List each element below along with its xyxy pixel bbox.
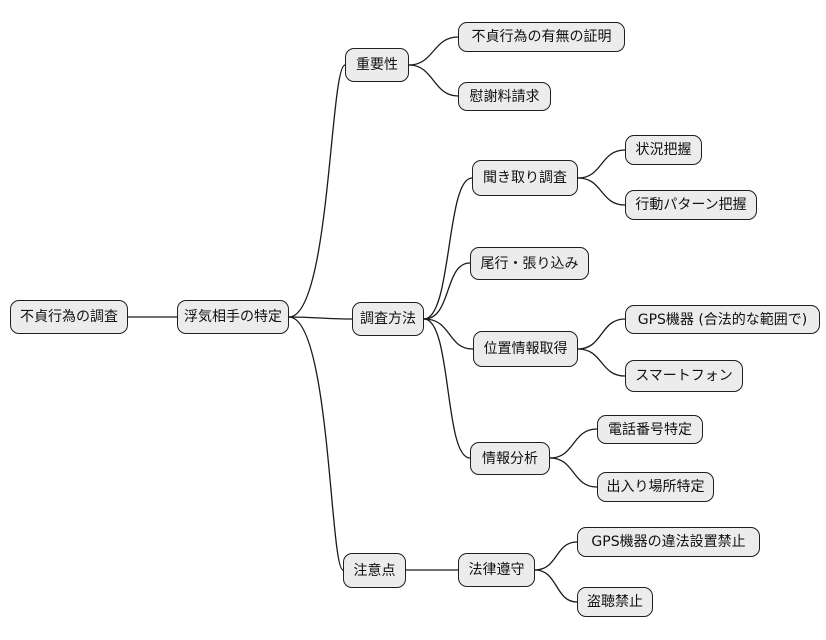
node-interview-survey: 聞き取り調査 — [472, 160, 578, 196]
node-no-wiretapping: 盗聴禁止 — [577, 587, 653, 617]
edge-analysis-to-phone — [549, 428, 598, 459]
edge-methods-to-interview — [423, 177, 473, 320]
edge-interview-to-situation — [577, 149, 626, 179]
node-places-identification: 出入り場所特定 — [597, 472, 714, 502]
node-smartphone: スマートフォン — [625, 360, 743, 392]
edge-location-to-gps — [577, 318, 626, 350]
node-compensation-claim: 慰謝料請求 — [458, 82, 551, 111]
node-investigation-methods: 調査方法 — [352, 302, 424, 336]
edge-interview-to-behavior — [577, 177, 626, 206]
node-infidelity-investigation: 不貞行為の調査 — [10, 300, 128, 334]
node-tailing-stakeout: 尾行・張り込み — [470, 247, 589, 280]
edge-importance-to-compensation — [408, 64, 459, 97]
edge-compliance-to-gps-ban — [534, 541, 578, 571]
edge-methods-to-tailing — [423, 262, 471, 320]
edge-location-to-smartphone — [577, 348, 626, 377]
edge-methods-to-location — [423, 318, 474, 350]
node-proof-of-infidelity: 不貞行為の有無の証明 — [458, 22, 625, 52]
node-identify-affair-partner: 浮気相手の特定 — [177, 300, 289, 334]
edge-analysis-to-places — [549, 457, 598, 488]
node-phone-number-identification: 電話番号特定 — [597, 415, 703, 444]
node-information-analysis: 情報分析 — [470, 442, 550, 475]
node-situation-grasp: 状況把握 — [625, 135, 702, 165]
edge-compliance-to-wiretap-ban — [534, 569, 578, 603]
node-legal-compliance: 法律遵守 — [458, 553, 535, 587]
node-no-illegal-gps-installation: GPS機器の違法設置禁止 — [577, 527, 760, 557]
node-cautions: 注意点 — [343, 553, 406, 588]
edge-partner-to-cautions — [288, 316, 344, 571]
node-importance: 重要性 — [345, 48, 409, 82]
edge-methods-to-analysis — [423, 318, 471, 459]
node-behavior-pattern-grasp: 行動パターン把握 — [625, 190, 757, 220]
node-location-info-acquisition: 位置情報取得 — [473, 331, 578, 367]
edge-importance-to-proof — [408, 36, 459, 66]
edge-partner-to-importance — [288, 64, 346, 318]
node-gps-device-legal-scope: GPS機器 (合法的な範囲で) — [625, 305, 820, 334]
edge-partner-to-methods — [288, 316, 353, 320]
